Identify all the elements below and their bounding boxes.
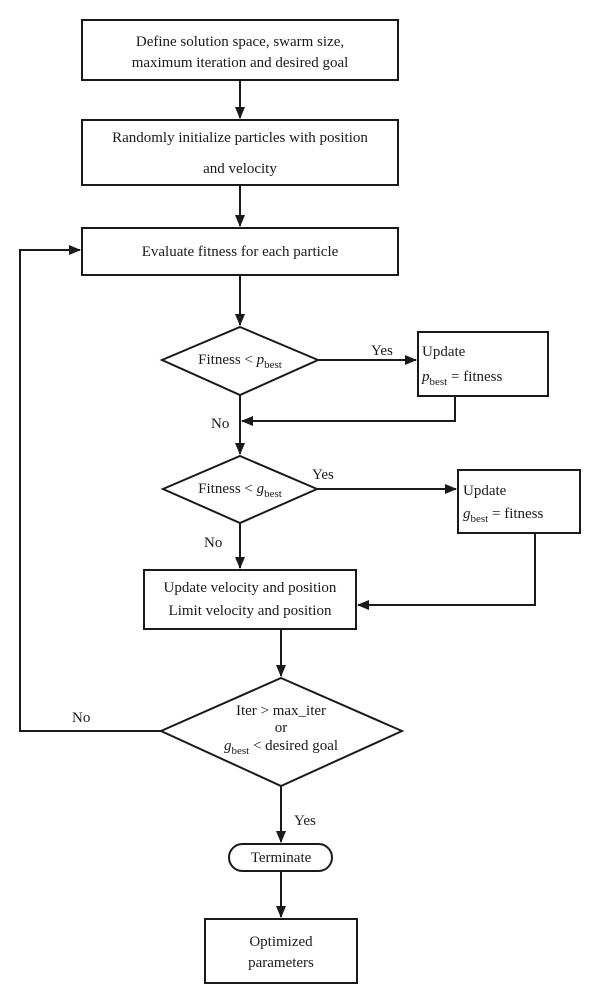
define-problem-line-2: maximum iteration and desired goal [132,55,349,71]
edge-label-gbest-no: No [204,535,222,551]
pbest-decision-label: Fitness < pbest [198,352,282,371]
optimized-parameters-box: Optimized parameters [204,918,358,984]
initialize-particles-line-1: Randomly initialize particles with posit… [112,130,368,146]
optimized-parameters-line-2: parameters [248,955,314,971]
arrow-pbest-update-return [241,396,456,426]
define-problem-line-1: Define solution space, swarm size, [136,34,344,50]
terminate-terminal: Terminate [228,843,333,872]
terminate-label: Terminate [251,850,312,866]
define-problem-box: Define solution space, swarm size, maxim… [81,19,399,81]
gbest-update-box: Update gbest = fitness [457,469,581,534]
update-velocity-line-2: Limit velocity and position [169,603,332,619]
arrow-loop-back-no [19,245,161,732]
edge-label-loop-no: No [72,710,90,726]
gbest-decision-label: Fitness < gbest [198,481,282,500]
gbest-decision: Fitness < gbest [160,454,320,525]
stop-condition-line-3: gbest < desired goal [224,738,338,757]
pbest-decision: Fitness < pbest [159,325,321,397]
stop-condition-line-2: or [275,720,288,736]
evaluate-fitness-box: Evaluate fitness for each particle [81,227,399,276]
arrow-gbest-update-return [357,533,536,610]
connectors [19,80,536,918]
update-velocity-line-1: Update velocity and position [164,580,337,596]
initialize-particles-line-2: and velocity [203,161,277,177]
edge-label-stop-yes: Yes [294,813,316,829]
optimized-parameters-line-1: Optimized [249,934,313,950]
edge-label-pbest-no: No [211,416,229,432]
stop-condition-decision: Iter > max_iter or gbest < desired goal [158,676,405,788]
pbest-update-formula: pbest = fitness [421,369,503,388]
gbest-update-formula: gbest = fitness [463,506,544,525]
gbest-update-title: Update [463,483,507,499]
edge-label-pbest-yes: Yes [371,343,393,359]
evaluate-fitness-label: Evaluate fitness for each particle [142,244,339,260]
stop-condition-line-1: Iter > max_iter [236,703,326,719]
pbest-update-title: Update [422,344,466,360]
update-velocity-box: Update velocity and position Limit veloc… [143,569,357,630]
edge-label-gbest-yes: Yes [312,467,334,483]
initialize-particles-box: Randomly initialize particles with posit… [81,119,399,186]
pbest-update-box: Update pbest = fitness [417,331,549,397]
